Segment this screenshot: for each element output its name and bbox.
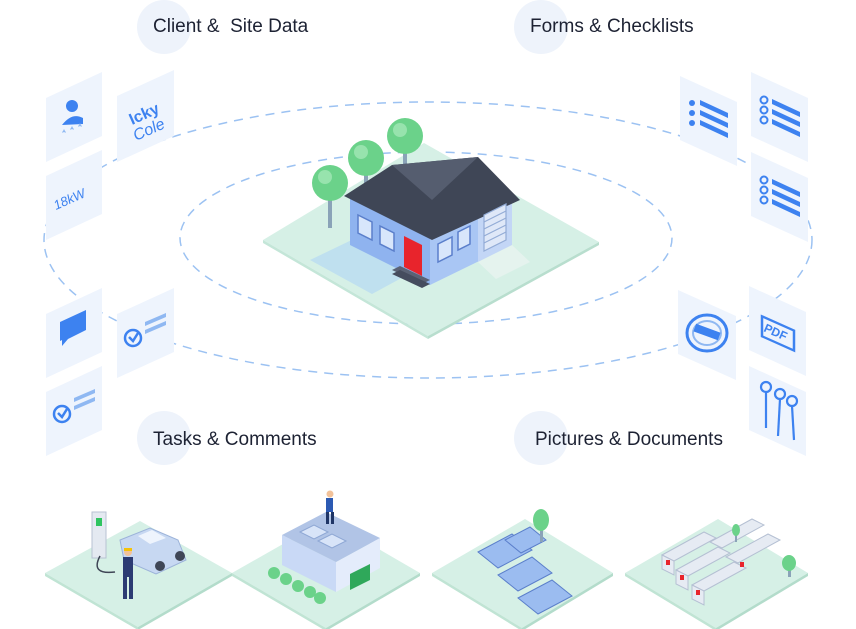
card-stamp bbox=[678, 290, 736, 380]
tree bbox=[732, 524, 740, 542]
heading-pictures-documents: Pictures & Documents bbox=[535, 429, 723, 450]
garage-door bbox=[483, 203, 507, 252]
task-icon bbox=[123, 313, 166, 348]
rooftop-worker bbox=[326, 490, 334, 524]
solar-field-tile bbox=[432, 509, 613, 629]
card-form-list-1 bbox=[751, 72, 808, 162]
card-task-2 bbox=[46, 366, 102, 456]
building-entrance bbox=[350, 564, 370, 590]
battery-storage-tile bbox=[625, 518, 808, 629]
card-task-1 bbox=[117, 288, 174, 378]
tree bbox=[387, 118, 423, 180]
outer-orbit bbox=[43, 101, 813, 379]
heading-forms-checklists: Forms & Checklists bbox=[530, 16, 694, 37]
driveway bbox=[478, 245, 530, 279]
heading-dot bbox=[137, 0, 191, 54]
house-path bbox=[310, 236, 420, 294]
window bbox=[457, 224, 471, 252]
charger-station bbox=[91, 511, 107, 559]
tags-icon bbox=[759, 380, 799, 441]
charging-cable bbox=[96, 555, 116, 574]
house-illustration bbox=[263, 118, 599, 339]
heading-dot bbox=[514, 0, 568, 54]
heading-client-site-data: Client & Site Data bbox=[153, 16, 309, 37]
checklist-icon bbox=[689, 100, 728, 138]
shrubs bbox=[268, 567, 326, 604]
task-icon bbox=[52, 389, 95, 424]
building-tile bbox=[232, 490, 420, 629]
tree bbox=[782, 555, 796, 577]
building-side bbox=[336, 538, 380, 592]
rooftop-solar bbox=[298, 524, 348, 549]
card-user-rating bbox=[46, 72, 102, 162]
user-rating-icon bbox=[62, 100, 83, 133]
building-front bbox=[282, 535, 336, 592]
list-icon bbox=[759, 95, 800, 137]
tree bbox=[312, 165, 348, 228]
window bbox=[379, 224, 395, 253]
card-pdf: PDF bbox=[749, 286, 806, 376]
comment-icon bbox=[60, 310, 86, 346]
house-steps bbox=[392, 266, 430, 284]
heading-tasks-comments: Tasks & Comments bbox=[153, 429, 317, 450]
heading-dot bbox=[137, 411, 191, 465]
card-client-name: Icky Cole bbox=[117, 70, 174, 162]
solar-panels bbox=[477, 526, 573, 615]
pdf-icon bbox=[760, 314, 796, 353]
house-door bbox=[404, 236, 422, 276]
card-power: 18kW bbox=[46, 150, 102, 240]
window bbox=[357, 213, 373, 242]
ev-charging-tile bbox=[45, 511, 232, 629]
electric-car bbox=[119, 527, 187, 575]
stamp-icon bbox=[685, 313, 729, 353]
card-checklist bbox=[680, 76, 737, 166]
card-comment bbox=[46, 288, 102, 378]
technician bbox=[123, 548, 133, 599]
card-form-list-2 bbox=[751, 152, 808, 242]
card-tags bbox=[749, 366, 806, 456]
list-icon bbox=[759, 175, 800, 217]
window bbox=[437, 235, 453, 264]
heading-dot bbox=[514, 411, 568, 465]
tree bbox=[533, 509, 549, 542]
